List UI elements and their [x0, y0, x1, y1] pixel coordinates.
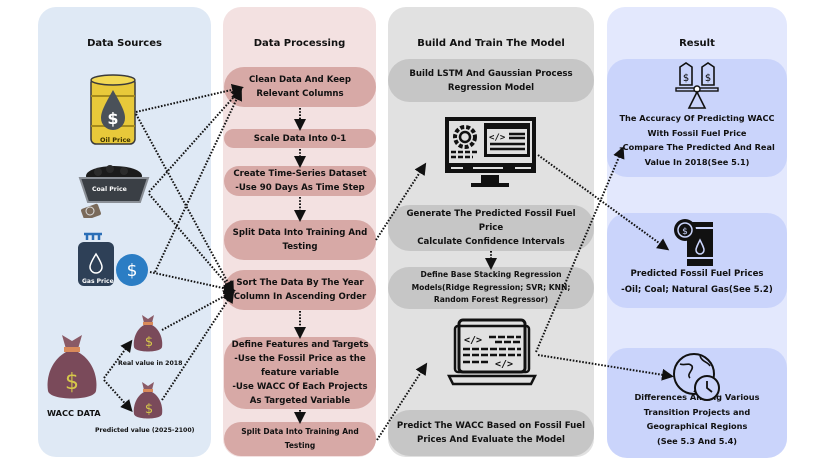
predicted-value-label: Predicted value (2025-2100) [95, 427, 195, 434]
step-text: Generate The Predicted Fossil Fuel Price… [406, 209, 576, 247]
step-split-1: Split Data Into Training And Testing [224, 220, 376, 260]
result-text: Predicted Fossil Fuel Prices -Oil; Coal;… [621, 269, 773, 295]
result-accuracy: The Accuracy Of Predicting WACC With Fos… [607, 59, 787, 177]
step-split-2: Split Data Into Training And Testing [224, 422, 376, 456]
step-text: Predict The WACC Based on Fossil Fuel Pr… [396, 421, 586, 445]
svg-text:$: $ [705, 73, 711, 84]
monitor-gear-code-icon: </> [445, 117, 536, 187]
step-sort-data: Sort The Data By The Year Column In Asce… [224, 270, 376, 310]
svg-text:</>: </> [495, 359, 513, 370]
step-time-series: Create Time-Series Dataset -Use 90 Days … [224, 166, 376, 196]
gas-price-label: Gas Price [82, 278, 114, 285]
step-text: Build LSTM And Gaussian Process Regressi… [409, 68, 573, 93]
step-scale-data: Scale Data Into 0-1 [224, 129, 376, 148]
step-clean-data: Clean Data And Keep Relevant Columns [224, 67, 376, 107]
step-text: Clean Data And Keep Relevant Columns [248, 75, 352, 99]
data-processing-title: Data Processing [253, 38, 346, 49]
wacc-moneybag-icon: $ [47, 335, 97, 399]
wacc-data-label: WACC DATA [47, 408, 101, 418]
model-title: Build And Train The Model [417, 38, 565, 49]
result-text: Differences Among Various Transition Pro… [634, 392, 760, 446]
svg-text:$: $ [65, 370, 79, 395]
step-build-lstm: Build LSTM And Gaussian Process Regressi… [388, 59, 594, 102]
step-text: Create Time-Series Dataset -Use 90 Days … [233, 169, 367, 193]
svg-text:</>: </> [464, 335, 482, 346]
oil-barrel-icon: $ [90, 74, 136, 145]
step-text: Split Data Into Training And Testing [241, 427, 359, 450]
step-generate-prices: Generate The Predicted Fossil Fuel Price… [388, 205, 594, 251]
data-sources-title: Data Sources [87, 38, 162, 49]
oil-price-label: Oil Price [100, 136, 131, 144]
scale-price-tags-icon: $ $ [675, 62, 719, 109]
svg-text:$: $ [145, 335, 153, 350]
svg-text:$: $ [682, 227, 688, 237]
svg-text:$: $ [127, 261, 138, 281]
step-stacking-models: Define Base Stacking Regression Models(R… [388, 267, 594, 309]
svg-text:$: $ [145, 402, 153, 417]
svg-text:$: $ [683, 73, 689, 84]
result-text: The Accuracy Of Predicting WACC With Fos… [619, 113, 775, 167]
laptop-code-icon: </> </> [447, 318, 537, 386]
step-define-features: Define Features and Targets -Use the Fos… [224, 337, 376, 409]
coal-cart-icon [78, 165, 150, 218]
real-value-moneybag-icon: $ [133, 315, 163, 352]
step-text: Define Features and Targets -Use the Fos… [231, 340, 369, 406]
real-value-label: Real value in 2018 [118, 360, 183, 367]
fuel-barrel-coin-icon: $ [674, 219, 713, 266]
step-text: Sort The Data By The Year Column In Asce… [233, 278, 367, 302]
predicted-value-moneybag-icon: $ [133, 382, 163, 419]
result-title: Result [679, 38, 715, 49]
svg-text:</>: </> [489, 133, 506, 143]
step-text: Define Base Stacking Regression Models(R… [411, 270, 571, 305]
step-predict-wacc: Predict The WACC Based on Fossil Fuel Pr… [388, 410, 594, 456]
globe-clock-icon [673, 353, 720, 401]
step-text: Split Data Into Training And Testing [232, 228, 368, 252]
svg-text:$: $ [107, 109, 118, 128]
step-text: Scale Data Into 0-1 [253, 133, 347, 144]
coal-price-label: Coal Price [92, 186, 127, 193]
